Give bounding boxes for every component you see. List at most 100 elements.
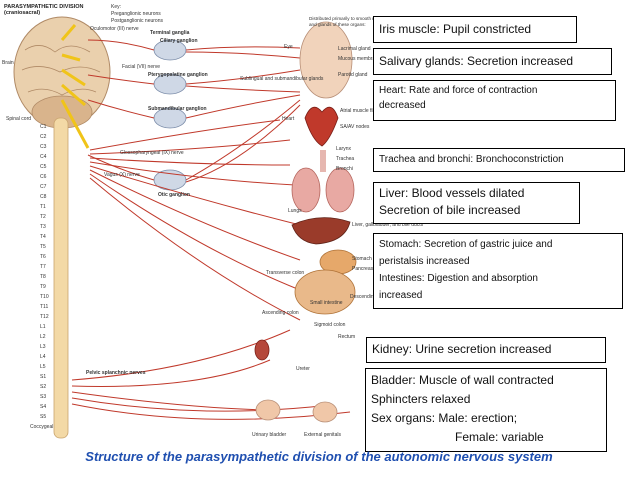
lung-right: [325, 167, 355, 213]
spinal-segment-label: S2: [40, 384, 47, 390]
spinal-segment-label: C5: [40, 164, 47, 170]
label-larynx: Larynx: [336, 146, 352, 152]
spinal-segment-label: C8: [40, 194, 47, 200]
label-otic: Otic ganglion: [158, 192, 190, 198]
label-facial: Facial (VII) nerve: [122, 64, 161, 70]
label-transverse-colon: Transverse colon: [266, 270, 305, 276]
key-preganglionic: Preganglionic neurons: [111, 11, 161, 17]
effect-heart-line1: Heart: Rate and force of contraction: [379, 85, 538, 96]
spinal-segment-label: T1: [40, 204, 46, 210]
label-stomach: Stomach: [352, 256, 372, 262]
spinal-segment-label: L4: [40, 354, 46, 360]
spinal-segment-label: T11: [40, 304, 49, 310]
spinal-segment-label: S5: [40, 414, 47, 420]
spinal-segment-label: T2: [40, 214, 46, 220]
distribution-note-line2: and glands of these organs:: [309, 21, 366, 27]
effect-heart-box: Heart: Rate and force of contraction dec…: [373, 80, 616, 121]
division-title-line2: (craniosacral): [4, 10, 41, 16]
spinal-segment-label: S3: [40, 394, 47, 400]
nerve-pathways: [71, 39, 351, 420]
label-small-intestine: Small intestine: [310, 300, 343, 306]
label-sa-av: SA/AV nodes: [340, 124, 370, 130]
intestine-illustration: [294, 269, 356, 315]
label-ciliary: Ciliary ganglion: [160, 38, 198, 44]
label-pancreas: Pancreas: [352, 266, 374, 272]
label-submandibular: Submandibular ganglion: [148, 106, 207, 112]
effect-salivary-box: Salivary glands: Secretion increased: [373, 48, 612, 75]
label-heart: Heart: [282, 116, 295, 122]
figure-caption: Structure of the parasympathetic divisio…: [85, 449, 553, 464]
spinal-cord: [53, 117, 69, 439]
effect-intestines-line1: Intestines: Digestion and absorption: [379, 273, 538, 284]
distribution-note: Distributed primarily to smooth muscle a…: [309, 16, 387, 27]
effect-stomach-line2: peristalsis increased: [379, 256, 470, 267]
label-atrial: Atrial muscle fibers: [340, 108, 383, 114]
spinal-segment-label: L5: [40, 364, 46, 370]
division-title-line1: PARASYMPATHETIC DIVISION: [4, 4, 84, 10]
effect-bladder-line1: Bladder: Muscle of wall contracted: [371, 373, 554, 387]
spinal-segment-label: L3: [40, 344, 46, 350]
effect-trachea-box: Trachea and bronchi: Bronchoconstriction: [373, 148, 625, 172]
label-trachea: Trachea: [336, 156, 355, 162]
label-rectum: Rectum: [338, 334, 356, 340]
effect-intestines-line2: increased: [379, 290, 423, 301]
spinal-segment-label: T9: [40, 284, 46, 290]
effect-liver-line1: Liver: Blood vessels dilated: [379, 186, 525, 200]
spinal-segment-label: Coccygeal: [30, 424, 54, 430]
label-liver: Liver, gallbladder, and bile ducts: [352, 222, 424, 228]
spinal-segment-label: C6: [40, 174, 47, 180]
label-terminal-ganglia: Terminal ganglia: [150, 30, 190, 36]
effect-kidney: Kidney: Urine secretion increased: [372, 342, 552, 356]
kidney-illustration: [254, 339, 270, 361]
effect-iris: Iris muscle: Pupil constricted: [379, 22, 532, 36]
ganglia: [153, 39, 187, 191]
effect-bladder-line2: Sphincters relaxed: [371, 392, 471, 406]
label-oculomotor: Oculomotor (III) nerve: [90, 26, 139, 32]
label-eye: Eye: [284, 44, 293, 50]
effect-digestive-box: Stomach: Secretion of gastric juice and …: [373, 233, 623, 309]
label-brain: Brain: [2, 60, 14, 66]
spinal-segment-label: T3: [40, 224, 46, 230]
effect-liver-box: Liver: Blood vessels dilated Secretion o…: [373, 182, 580, 224]
key-legend: Key: Preganglionic neurons Postganglioni…: [111, 4, 163, 25]
effect-iris-box: Iris muscle: Pupil constricted: [373, 16, 577, 43]
effect-pelvic-organs-box: Bladder: Muscle of wall contracted Sphin…: [365, 368, 607, 452]
label-parotid: Parotid gland: [338, 72, 368, 78]
label-glossopharyngeal: Glossopharyngeal (IX) nerve: [120, 150, 184, 156]
effect-heart-line2: decreased: [379, 100, 426, 111]
label-descending-colon: Descending colon: [350, 294, 390, 300]
effect-stomach-line1: Stomach: Secretion of gastric juice and: [379, 239, 553, 250]
brain-illustration: [13, 16, 111, 129]
key-postganglionic: Postganglionic neurons: [111, 18, 163, 24]
spinal-segment-label: S1: [40, 374, 47, 380]
spinal-segment-label: C7: [40, 184, 47, 190]
head-illustration: [299, 21, 353, 99]
label-ureter: Ureter: [296, 366, 310, 372]
effect-sex-line1: Sex organs: Male: erection;: [371, 411, 518, 425]
spinal-segment-label: T6: [40, 254, 46, 260]
label-ascending-colon: Ascending colon: [262, 310, 299, 316]
spinal-segment-label: T12: [40, 314, 49, 320]
liver-illustration: [291, 217, 351, 245]
label-lungs: Lungs: [288, 208, 302, 214]
effect-liver-line2: Secretion of bile increased: [379, 203, 521, 217]
spinal-segment-label: T10: [40, 294, 49, 300]
label-lacrimal: Lacrimal gland: [338, 46, 371, 52]
lung-left: [291, 167, 321, 213]
label-spinal-cord: Spinal cord: [6, 116, 32, 122]
key-heading: Key:: [111, 4, 122, 10]
effect-trachea: Trachea and bronchi: Bronchoconstriction: [379, 154, 564, 165]
spinal-segment-label: T4: [40, 234, 46, 240]
spinal-segment-label: C4: [40, 154, 47, 160]
label-pterygopalatine: Pterygopalatine ganglion: [148, 72, 208, 78]
label-sublingual: Sublingual and submandibular glands: [240, 76, 324, 82]
spinal-segment-label: S4: [40, 404, 47, 410]
genitals-illustration: [312, 401, 338, 423]
division-title: PARASYMPATHETIC DIVISION (craniosacral): [4, 4, 83, 16]
effect-kidney-box: Kidney: Urine secretion increased: [366, 337, 606, 363]
label-bronchi: Bronchi: [336, 166, 353, 172]
spinal-segment-label: T5: [40, 244, 46, 250]
spinal-segment-label: T8: [40, 274, 46, 280]
label-vagus: Vagus (X) nerve: [104, 172, 140, 178]
spinal-segment-label: C2: [40, 134, 47, 140]
